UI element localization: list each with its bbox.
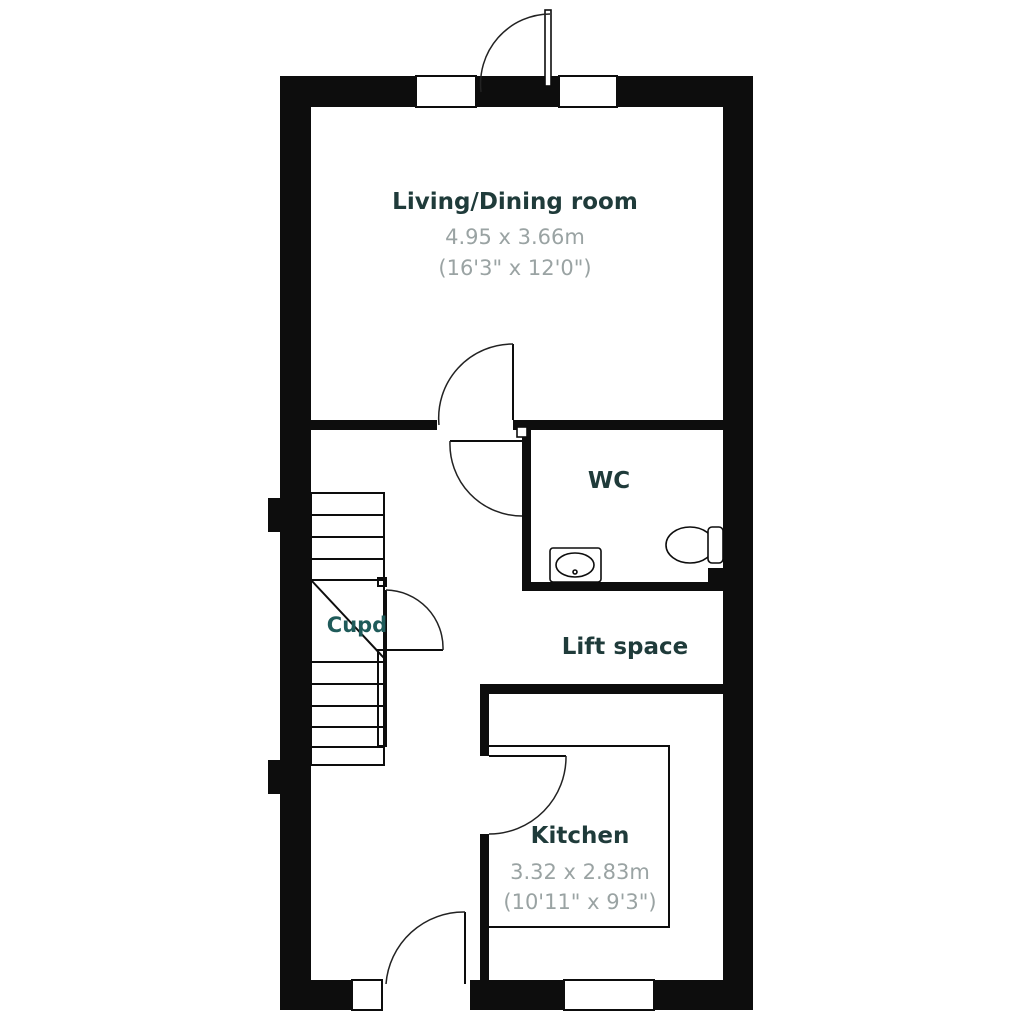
kitchen-size-imperial: (10'11" x 9'3") <box>503 890 656 914</box>
wall-bottom-mid <box>470 980 564 1010</box>
kitchen-size-metric: 3.32 x 2.83m <box>510 860 650 884</box>
kitchen-worktop <box>489 745 670 928</box>
door-patio-swing <box>479 13 551 93</box>
wall-living-hall-left <box>311 420 437 430</box>
cupboard-name: Cupd <box>327 613 387 637</box>
window-top-right <box>558 75 618 108</box>
wc-name: WC <box>588 468 630 494</box>
cupboard <box>384 589 444 651</box>
window-bottom-right <box>563 979 655 1011</box>
wall-wc-corner <box>708 568 724 584</box>
door-living-swing <box>437 343 514 426</box>
wall-wc-bottom <box>522 582 723 591</box>
living-room-name: Living/Dining room <box>392 189 638 215</box>
kitchen-name: Kitchen <box>531 823 630 849</box>
stair-outline <box>310 492 385 766</box>
room-labels: Living/Dining room 4.95 x 3.66m (16'3" x… <box>327 189 688 914</box>
wall-pier-lower <box>268 760 282 794</box>
stair-newel <box>377 577 387 587</box>
basin-bowl <box>555 552 595 578</box>
cupboard-door-swing <box>385 589 444 651</box>
door-front-swing <box>385 911 466 985</box>
wall-kitchen-left-lower <box>480 834 489 980</box>
wall-left <box>280 76 311 1010</box>
stair-landing-line <box>310 579 385 659</box>
doors <box>385 9 567 985</box>
door-wc-hinge <box>516 426 528 438</box>
basin-tap <box>572 569 578 575</box>
interior-walls <box>311 420 724 980</box>
door-wc-swing <box>449 440 523 517</box>
windows <box>351 75 655 1011</box>
wall-bottom-left <box>280 980 352 1010</box>
wall-kitchen-left-upper <box>480 684 489 756</box>
toilet-cistern <box>707 526 724 564</box>
window-bottom-left <box>351 979 383 1011</box>
staircase <box>310 492 387 766</box>
wall-right <box>723 76 753 1010</box>
wall-living-hall-right <box>513 420 723 430</box>
toilet-icon <box>665 526 715 564</box>
wc-fixtures <box>549 526 724 583</box>
living-room-size-metric: 4.95 x 3.66m <box>445 225 585 249</box>
door-patio-jamb <box>544 9 552 87</box>
wall-pier-upper <box>268 498 282 532</box>
wall-kitchen-top <box>480 684 723 694</box>
lift-space-name: Lift space <box>562 634 688 660</box>
kitchen-units <box>489 745 670 928</box>
wall-wc-left <box>522 430 531 590</box>
door-kitchen-swing <box>488 755 567 835</box>
stair-newel-lower <box>377 649 387 747</box>
window-top-left <box>415 75 477 108</box>
wall-bottom-right <box>654 980 753 1010</box>
stair-treads <box>311 514 384 748</box>
living-room-size-imperial: (16'3" x 12'0") <box>438 256 591 280</box>
